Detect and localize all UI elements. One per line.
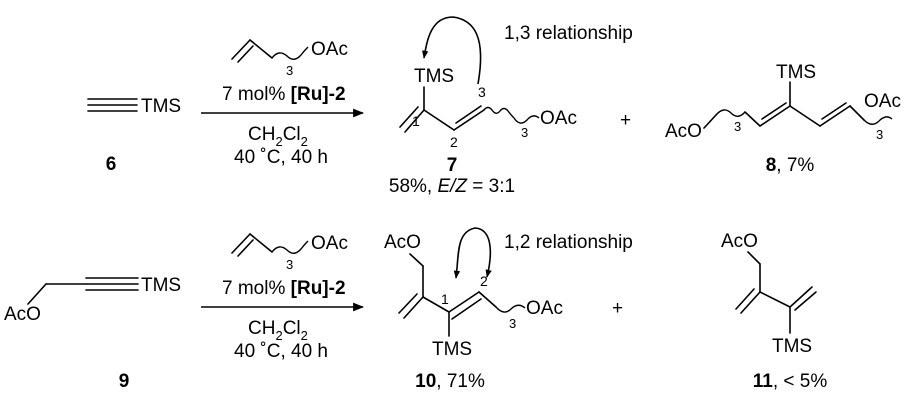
double-bond-line (231, 233, 251, 254)
double-bond-line (237, 239, 254, 257)
single-bond-line (789, 105, 821, 127)
chain-bracket (271, 46, 309, 60)
double-bond-line (453, 109, 485, 131)
single-bond-line (249, 39, 273, 59)
chain-subscript: 3 (286, 257, 293, 272)
aco-label: AcO (665, 121, 702, 142)
position-number-1: 1 (441, 291, 449, 307)
single-bond-line (422, 296, 450, 313)
oac-label: OAc (540, 108, 577, 129)
aco-label: AcO (384, 232, 421, 253)
double-bond-line (403, 296, 424, 319)
compound-10: AcO 3 OAc TMS 1 2 1,2 relationship 10, 7… (384, 227, 633, 392)
relationship-annotation: 1,3 relationship (504, 23, 633, 44)
single-bond-line (409, 253, 424, 267)
aco-label: AcO (4, 304, 41, 325)
chain-subscript: 3 (734, 119, 741, 134)
double-bond-line (819, 105, 851, 127)
double-bond-line (404, 109, 425, 133)
compound-11: AcO TMS 11, < 5% (721, 231, 827, 392)
oac-label: OAc (311, 39, 348, 60)
position-number-2: 2 (450, 134, 458, 150)
tms-label: TMS (141, 275, 181, 296)
double-bond-line (735, 288, 755, 310)
compound-6: TMS 6 (87, 96, 181, 175)
chain-bracket (863, 116, 893, 125)
oac-label: OAc (526, 298, 563, 319)
chain-subscript: 3 (509, 316, 516, 331)
plus-sign: + (620, 110, 631, 131)
single-bond-line (759, 291, 791, 308)
alkene-reagent: 3 OAc (231, 233, 348, 272)
double-bond-line (789, 286, 813, 308)
plus-sign: + (612, 298, 623, 319)
compound-label: 6 (106, 154, 117, 175)
compound-8: AcO 3 TMS 3 OAc 8, 7% (665, 62, 901, 176)
chain-subscript: 3 (521, 125, 528, 140)
double-bond-line (761, 102, 787, 120)
yield-text: 58%, E/Z = 3:1 (389, 176, 515, 197)
compound-9: AcO TMS 9 (4, 275, 181, 392)
temperature-time-text: 40 ˚C, 40 h (234, 341, 328, 362)
single-bond-line (249, 233, 273, 253)
reaction-conditions: 7 mol% [Ru]-2 CH2Cl2 40 ˚C, 40 h (201, 278, 365, 362)
double-bond-line (231, 39, 251, 60)
tms-label: TMS (432, 339, 472, 360)
catalyst-text: 7 mol% [Ru]-2 (222, 278, 346, 299)
single-bond-line (849, 105, 865, 121)
double-bond-line (740, 291, 761, 314)
aco-label: AcO (721, 231, 758, 252)
chain-bracket (495, 304, 526, 313)
chain-bracket (715, 109, 746, 117)
annotation-arrow (453, 227, 492, 279)
compound-7: TMS 3 OAc 1 2 3 1,3 relationship 7 58%, … (389, 16, 633, 197)
tms-label: TMS (141, 96, 181, 117)
alkene-reagent: 3 OAc (231, 39, 348, 78)
temperature-time-text: 40 ˚C, 40 h (234, 147, 328, 168)
chain-bracket (513, 115, 540, 124)
single-bond-line (423, 109, 455, 131)
yield-text: 11, < 5% (753, 371, 828, 392)
single-bond-line (703, 114, 717, 129)
tms-label: TMS (772, 336, 812, 357)
wavy-bond (483, 106, 515, 119)
double-bond-line (398, 293, 418, 314)
double-bond-line (759, 105, 791, 127)
double-bond-line (448, 291, 480, 313)
yield-text: 10, 71% (415, 371, 485, 392)
double-bond-line (237, 45, 254, 63)
yield-text: 8, 7% (766, 155, 815, 176)
relationship-annotation: 1,2 relationship (504, 232, 633, 253)
double-bond-line (794, 291, 817, 311)
double-bond-line (399, 106, 419, 128)
double-bond-line (451, 298, 482, 320)
compound-label: 9 (119, 371, 130, 392)
oac-label: OAc (311, 233, 348, 254)
single-bond-line (27, 283, 47, 305)
solvent-text: CH2Cl2 (248, 318, 308, 343)
chain-bracket (271, 240, 309, 254)
double-bond-line (455, 105, 482, 124)
chain-subscript: 3 (286, 63, 293, 78)
tms-label: TMS (414, 66, 454, 87)
position-number-1: 1 (412, 113, 420, 129)
solvent-text: CH2Cl2 (248, 124, 308, 149)
single-bond-line (744, 111, 761, 127)
position-number-2: 2 (480, 273, 488, 289)
annotation-arrow (422, 16, 482, 85)
oac-label: OAc (864, 91, 901, 112)
position-number-3: 3 (478, 84, 486, 100)
catalyst-text: 7 mol% [Ru]-2 (222, 84, 346, 105)
single-bond-line (747, 251, 761, 265)
compound-label: 7 (447, 155, 458, 176)
tms-label: TMS (776, 62, 816, 83)
double-bond-line (821, 102, 847, 120)
chain-subscript: 3 (876, 127, 883, 142)
reaction-conditions: 7 mol% [Ru]-2 CH2Cl2 40 ˚C, 40 h (201, 84, 365, 168)
single-bond-line (478, 291, 497, 308)
